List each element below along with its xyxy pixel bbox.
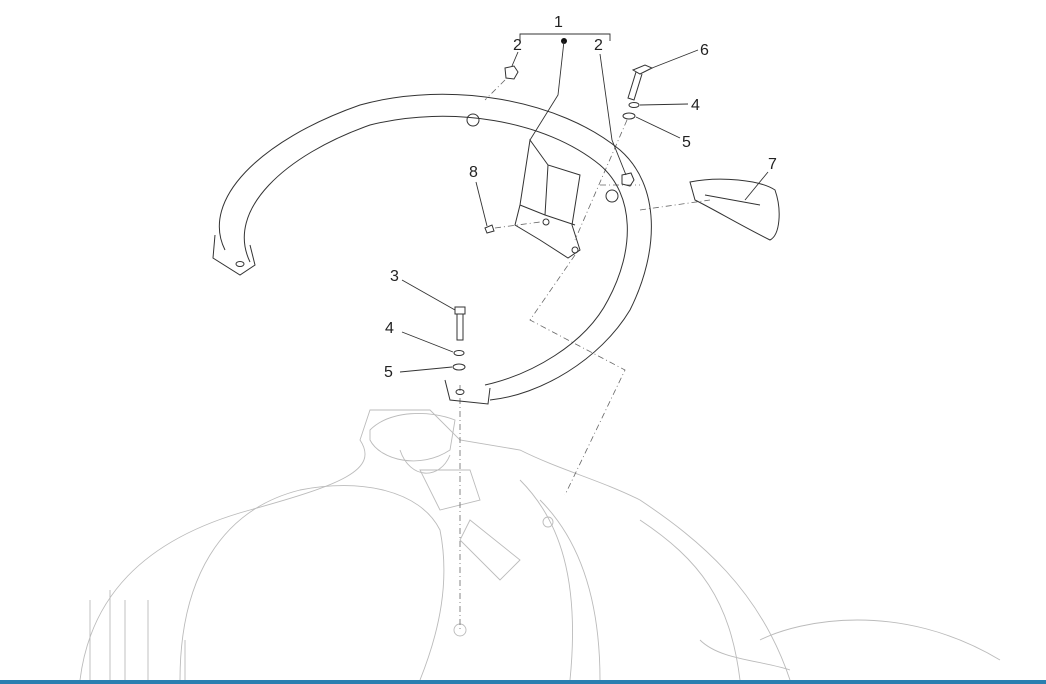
washer-5-top <box>622 112 636 120</box>
callout-3: 3 <box>390 268 399 285</box>
screw-6 <box>627 64 654 101</box>
luggage-rack-drawing <box>212 93 652 405</box>
cover-7 <box>689 178 780 241</box>
scooter-body-drawing <box>79 409 1001 681</box>
screw-8 <box>484 224 495 234</box>
callout-labels: 1 2 2 6 4 5 7 8 3 4 5 <box>384 14 777 381</box>
washer-5-bottom <box>452 363 466 371</box>
callout-5-bottom: 5 <box>384 364 393 381</box>
callout-1: 1 <box>554 14 563 31</box>
small-parts-drawing <box>452 64 780 371</box>
callout-4-bottom: 4 <box>385 320 394 337</box>
screw-3 <box>454 306 466 341</box>
callout-4-top: 4 <box>691 97 700 114</box>
callout-7: 7 <box>768 156 777 173</box>
nut-2-left <box>504 65 519 80</box>
callout-8: 8 <box>469 164 478 181</box>
callout-leaders <box>399 33 769 373</box>
callout-2-left: 2 <box>513 37 522 54</box>
nut-2-right <box>621 172 635 187</box>
bottom-accent-bar <box>0 680 1046 684</box>
callout-6: 6 <box>700 42 709 59</box>
assembly-lines <box>459 79 711 630</box>
washer-4-bottom <box>453 350 465 356</box>
callout-2-right: 2 <box>594 37 603 54</box>
callout-5-top: 5 <box>682 134 691 151</box>
washer-4-top <box>628 102 640 108</box>
